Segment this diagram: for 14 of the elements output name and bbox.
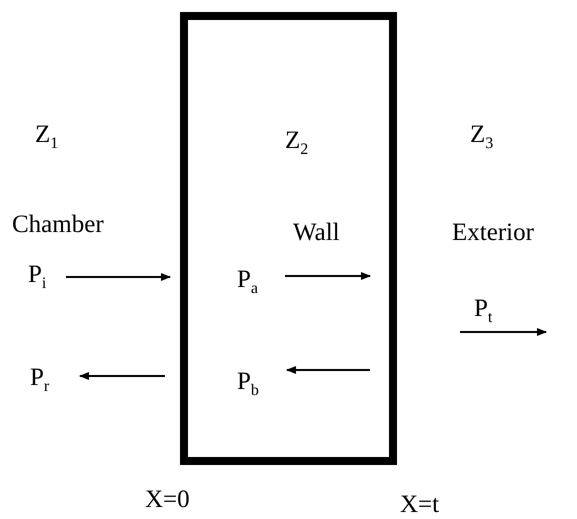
- pressure-label: P$_{t}$: [474, 296, 492, 326]
- pressure-label: P$_{b}$: [237, 369, 259, 399]
- pressure-label: P$_{i}$: [28, 262, 46, 292]
- pressure-label: P$_{a}$: [237, 267, 258, 297]
- position-label: X=0: [145, 487, 190, 512]
- region-label: Chamber: [12, 212, 104, 237]
- zone-label: Z$_{3}$: [470, 122, 494, 152]
- region-label: Exterior: [452, 220, 534, 245]
- zone-label: Z$_{1}$: [35, 122, 58, 152]
- pressure-label: P$_{r}$: [30, 365, 50, 395]
- wall-box: [180, 12, 397, 465]
- zone-label: Z$_{2}$: [285, 128, 308, 158]
- region-label: Wall: [293, 220, 340, 245]
- position-label: X=t: [400, 492, 440, 517]
